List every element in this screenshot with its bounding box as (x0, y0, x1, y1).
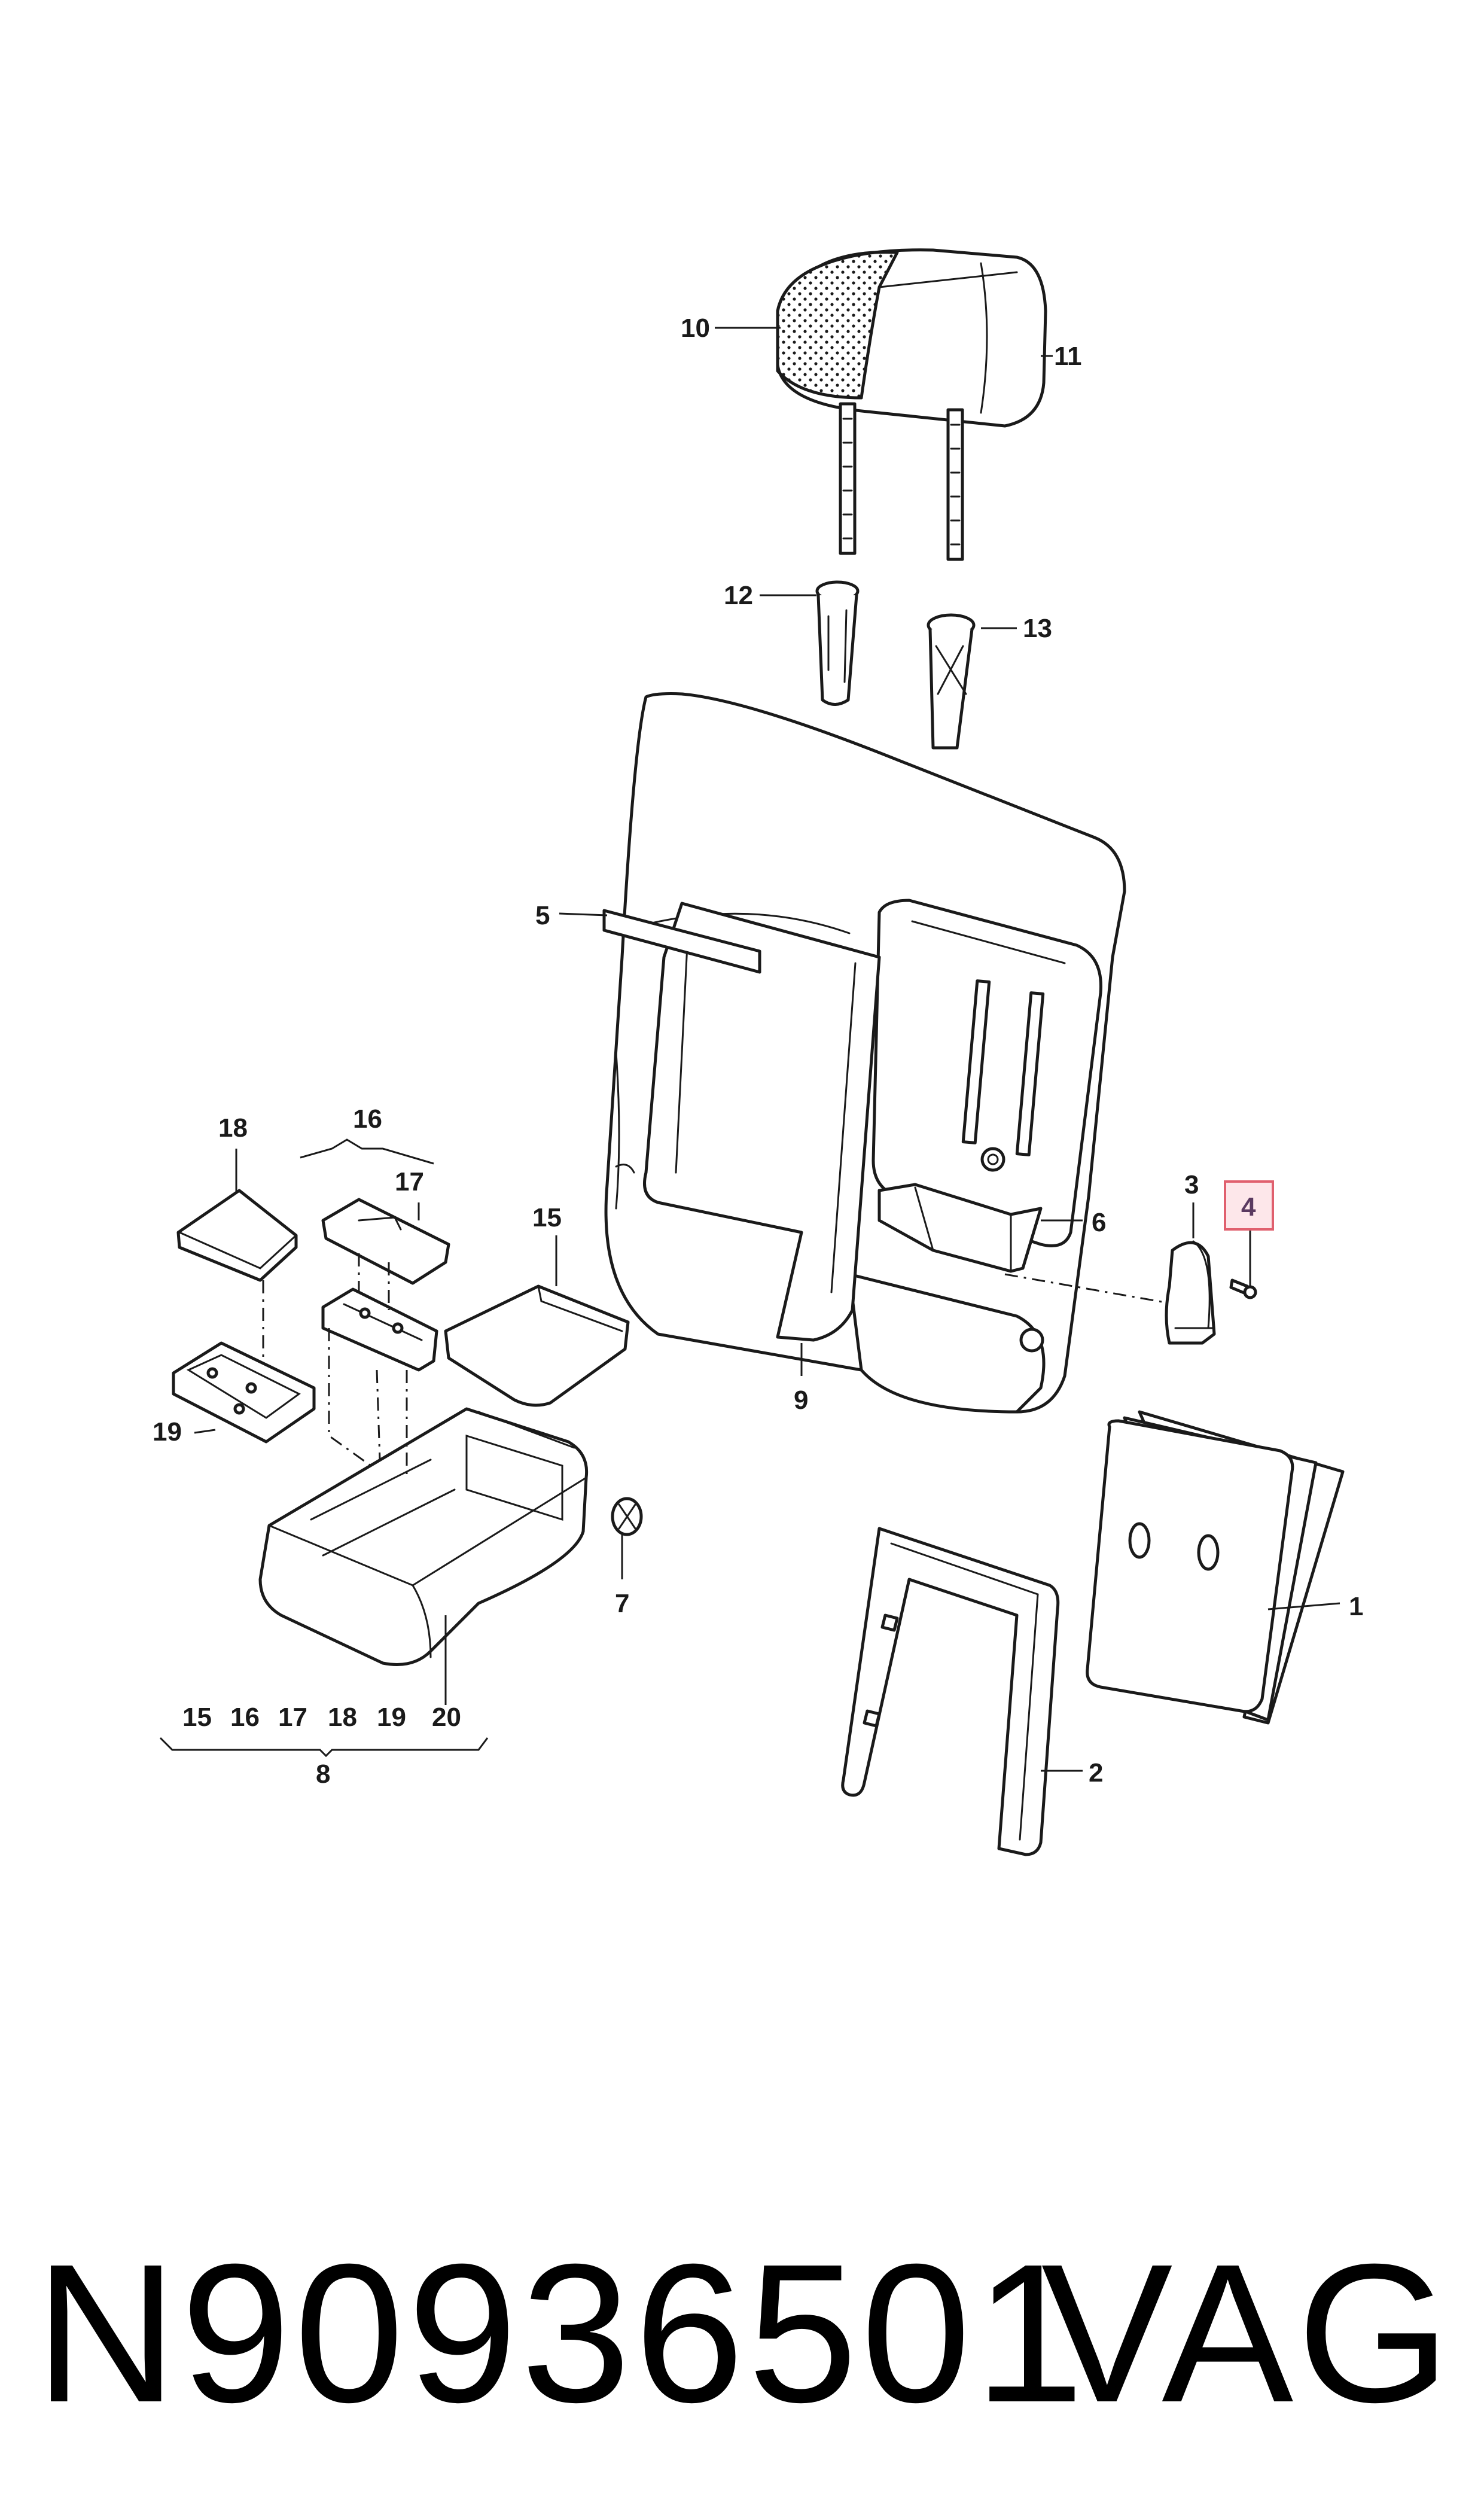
callout-2: 2 (1089, 1758, 1103, 1788)
cover-flap-15 (444, 1284, 630, 1407)
callout-labels: 10 11 12 13 5 6 3 9 1 2 7 15 16 17 18 19… (153, 313, 1363, 1789)
callout-11: 11 (1054, 342, 1082, 371)
group-member-15: 15 (182, 1703, 212, 1732)
group-member-16: 16 (230, 1703, 260, 1732)
frame-2 (841, 1527, 1060, 1856)
brand-name: VAG (1041, 2222, 1454, 2443)
plug-7 (611, 1497, 643, 1536)
callout-19: 19 (153, 1417, 182, 1447)
part-number: N90936501 (35, 2222, 1088, 2443)
callout-3: 3 (1184, 1170, 1199, 1199)
callout-16: 16 (353, 1104, 382, 1134)
leader-lines (194, 327, 1340, 1772)
armrest-base-20 (258, 1407, 589, 1666)
callout-13: 13 (1023, 614, 1052, 643)
callout-8: 8 (316, 1759, 330, 1789)
group-member-19: 19 (377, 1703, 406, 1732)
callout-12: 12 (724, 581, 753, 610)
bracket-6 (877, 1183, 1043, 1273)
callout-7: 7 (615, 1589, 629, 1618)
guide-sleeve-13 (927, 613, 976, 750)
group-member-17: 17 (278, 1703, 307, 1732)
armrest-frame (602, 902, 881, 1342)
part-19 (172, 1341, 316, 1444)
highlight-box (1224, 1180, 1274, 1231)
callout-9: 9 (794, 1386, 808, 1415)
callout-6: 6 (1092, 1208, 1106, 1237)
callout-5: 5 (535, 901, 550, 930)
part-18 (176, 1189, 298, 1282)
callout-15: 15 (532, 1203, 562, 1232)
guide-sleeve-12 (815, 580, 860, 706)
headrest (776, 248, 1047, 561)
callout-17: 17 (395, 1167, 424, 1196)
callout-4: 4 (1241, 1192, 1256, 1222)
part-16 (321, 1287, 438, 1372)
group-member-20: 20 (432, 1703, 461, 1732)
callout-1: 1 (1349, 1592, 1363, 1621)
screw-4 (1229, 1278, 1257, 1299)
group-member-18: 18 (328, 1703, 357, 1732)
callout-10: 10 (681, 313, 710, 343)
part-17 (321, 1198, 450, 1285)
callout-18: 18 (218, 1113, 248, 1143)
hinge-3 (1165, 1240, 1216, 1345)
cover-panel-1 (1086, 1410, 1345, 1725)
